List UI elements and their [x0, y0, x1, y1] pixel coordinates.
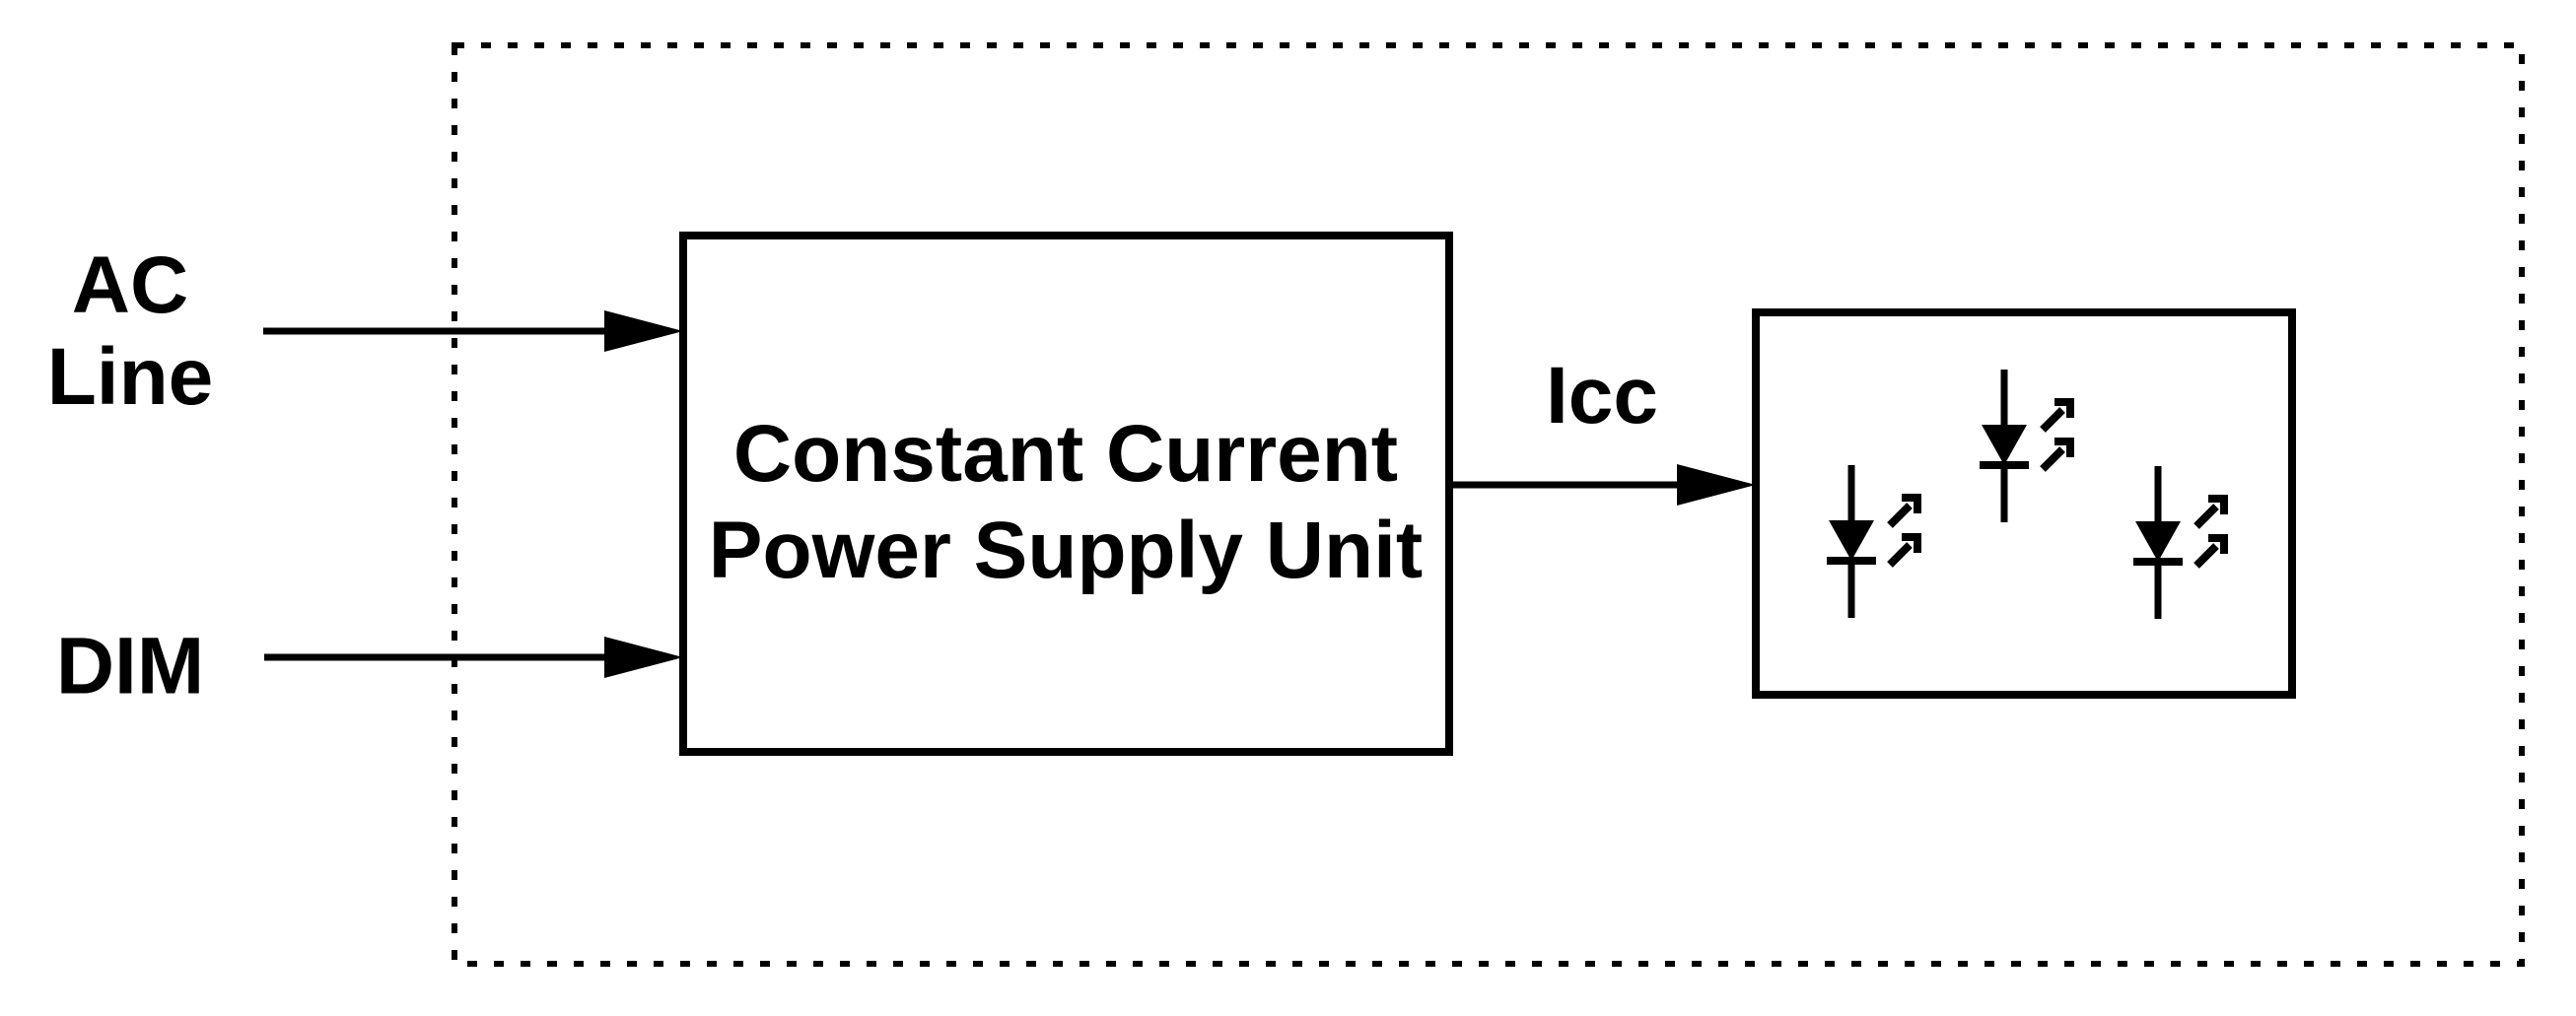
led-icon	[1827, 465, 1917, 618]
ac-line-label: AC Line	[46, 240, 214, 422]
psu-box-label: Constant Current Power Supply Unit	[708, 409, 1424, 595]
led-icon	[1980, 370, 2070, 522]
led-icon	[2133, 466, 2224, 619]
system-boundary-dotted-border	[452, 42, 2525, 967]
psu-box-outline	[679, 232, 1453, 756]
icc-arrow	[1451, 464, 1756, 506]
dim-arrow	[264, 637, 683, 678]
dim-label: DIM	[55, 621, 205, 711]
icc-label: Icc	[1546, 351, 1658, 440]
ac-line-arrow	[263, 310, 683, 352]
led-box-outline	[1752, 308, 2296, 699]
